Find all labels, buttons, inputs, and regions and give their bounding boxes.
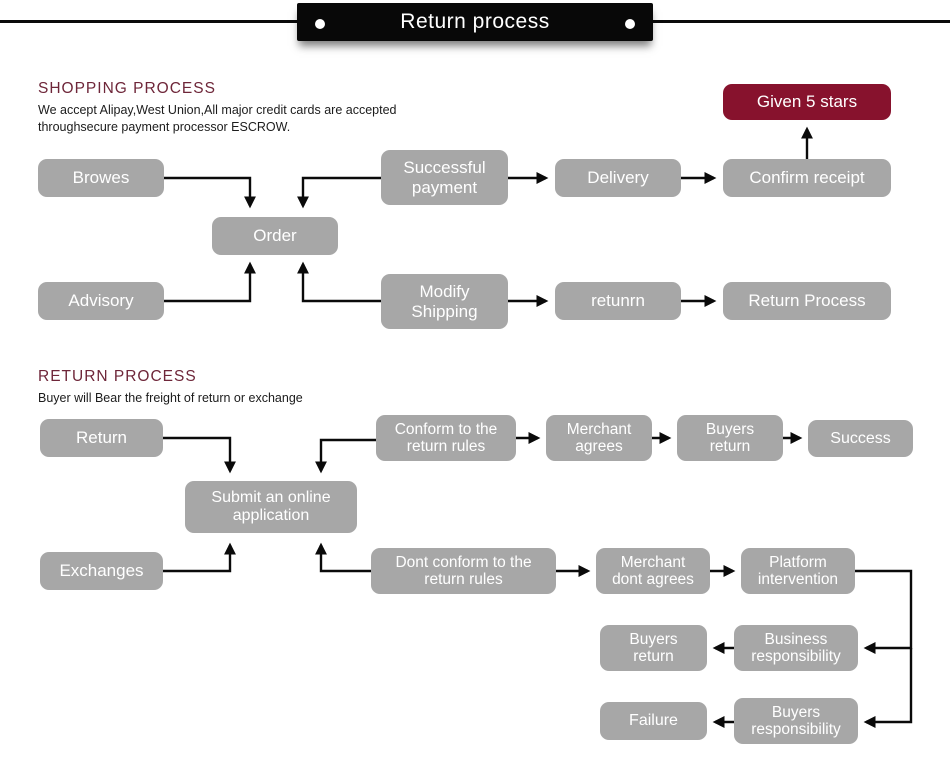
- node-delivery: Delivery: [555, 159, 681, 197]
- node-confirm-receipt: Confirm receipt: [723, 159, 891, 197]
- node-successful-payment: Successful payment: [381, 150, 508, 205]
- node-buyers-return-top: Buyers return: [677, 415, 783, 461]
- arrow-dont-conform-to-submit-application: [315, 542, 371, 573]
- title-banner: Return process: [297, 3, 653, 41]
- node-exchanges: Exchanges: [40, 552, 163, 590]
- shopping-process-description-line2: throughsecure payment processor ESCROW.: [38, 120, 291, 134]
- arrow-successful-payment-to-order: [297, 176, 381, 209]
- banner-dot-right-icon: [625, 19, 635, 29]
- node-buyers-return-bottom: Buyers return: [600, 625, 707, 671]
- arrow-advisory-to-order: [164, 261, 256, 303]
- return-process-description: Buyer will Bear the freight of return or…: [38, 391, 303, 405]
- node-browes: Browes: [38, 159, 164, 197]
- node-platform-intervention: Platform intervention: [741, 548, 855, 594]
- shopping-process-heading: SHOPPING PROCESS: [38, 80, 216, 97]
- node-merchant-agrees: Merchant agrees: [546, 415, 652, 461]
- node-retunrn: retunrn: [555, 282, 681, 320]
- arrow-return-to-submit-application: [163, 436, 236, 474]
- shopping-process-description-line1: We accept Alipay,West Union,All major cr…: [38, 103, 397, 117]
- node-return: Return: [40, 419, 163, 457]
- arrow-browes-to-order: [164, 176, 256, 209]
- arrow-exchanges-to-submit-application: [163, 542, 236, 573]
- node-buyers-responsibility: Buyers responsibility: [734, 698, 858, 744]
- arrow-modify-shipping-to-order: [297, 261, 381, 303]
- node-given-5-stars: Given 5 stars: [723, 84, 891, 120]
- arrow-conform-rules-to-submit-application: [315, 438, 376, 474]
- arrow-platform-intervention-to-business-responsibility: [855, 569, 913, 654]
- node-order: Order: [212, 217, 338, 255]
- node-business-responsibility: Business responsibility: [734, 625, 858, 671]
- node-modify-shipping: Modify Shipping: [381, 274, 508, 329]
- node-dont-conform-rules: Dont conform to the return rules: [371, 548, 556, 594]
- return-process-heading: RETURN PROCESS: [38, 368, 197, 385]
- node-return-process: Return Process: [723, 282, 891, 320]
- node-merchant-dont-agrees: Merchant dont agrees: [596, 548, 710, 594]
- node-conform-rules: Conform to the return rules: [376, 415, 516, 461]
- node-advisory: Advisory: [38, 282, 164, 320]
- arrow-line-down-to-buyers-responsibility: [863, 648, 913, 728]
- banner-dot-left-icon: [315, 19, 325, 29]
- node-submit-application: Submit an online application: [185, 481, 357, 533]
- node-failure: Failure: [600, 702, 707, 740]
- node-success: Success: [808, 420, 913, 457]
- page-title: Return process: [400, 10, 550, 33]
